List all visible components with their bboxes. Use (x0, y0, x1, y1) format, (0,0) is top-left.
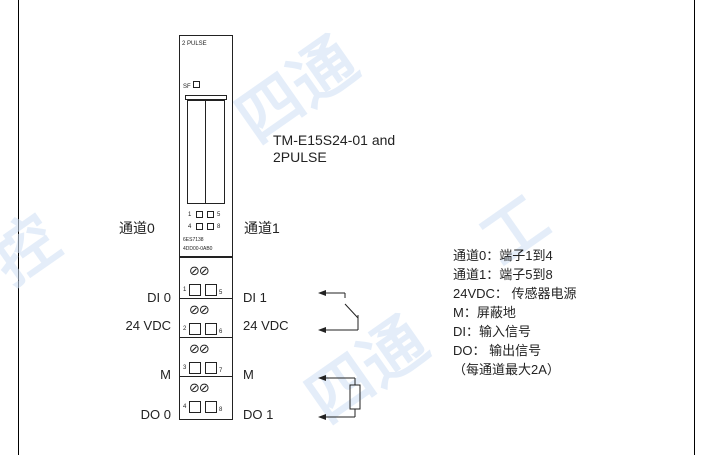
module-upper: 2 PULSE SF 1 5 4 8 6ES7138 4DD00-0AB0 (179, 35, 233, 257)
module-description-line2: 2PULSE (273, 149, 327, 165)
channel-0-label: 通道0 (119, 220, 155, 236)
status-led (207, 223, 214, 230)
pin-number: 5 (219, 290, 223, 296)
order-number-2: 4DD00-0AB0 (183, 246, 213, 252)
pin-number: 3 (183, 365, 187, 371)
terminal-slot (189, 323, 201, 335)
legend-line: M：屏蔽地 (453, 305, 516, 320)
legend-line: DO： 输出信号 (453, 343, 542, 358)
label-slot-bar (185, 95, 227, 100)
legend-line: DI：输入信号 (453, 324, 532, 339)
switch-symbol (321, 292, 359, 331)
diagram-frame (18, 0, 695, 455)
pin-number: 1 (183, 287, 187, 293)
arrow-markers (318, 290, 326, 420)
load-resistor-symbol (321, 377, 361, 418)
terminal-block: ⊘⊘ 1 5 ⊘⊘ 2 6 ⊘⊘ 3 7 ⊘⊘ 4 8 (179, 257, 233, 420)
terminal-slot (189, 362, 201, 374)
screw-icon: ⊘⊘ (189, 341, 210, 356)
status-led (207, 211, 214, 218)
row-label: 8 (217, 224, 221, 230)
legend-line: 通道1：端子5到8 (453, 267, 553, 282)
row-label: 5 (217, 212, 221, 218)
terminal-slot (205, 362, 217, 374)
pin-number: 7 (219, 368, 223, 374)
channel-1-label: 通道1 (244, 220, 280, 236)
status-led (196, 223, 203, 230)
terminal-label-left: 24 VDC (125, 318, 171, 333)
pin-number: 8 (219, 407, 223, 413)
pin-number: 6 (219, 329, 223, 335)
row-label: 1 (188, 212, 192, 218)
screw-icon: ⊘⊘ (189, 380, 210, 395)
pin-number: 4 (183, 404, 187, 410)
terminal-slot (205, 401, 217, 413)
legend-line: 通道0：端子1到4 (453, 248, 553, 263)
pin-number: 2 (183, 326, 187, 332)
terminal-slot (189, 284, 201, 296)
terminal-slot (205, 323, 217, 335)
terminal-label-right: DI 1 (243, 290, 267, 305)
status-led (196, 211, 203, 218)
sf-label: SF (183, 84, 191, 90)
legend: 通道0：端子1到4 通道1：端子5到8 24VDC： 传感器电源 M：屏蔽地 D… (453, 246, 577, 379)
terminal-slot (205, 284, 217, 296)
module-header-label: 2 PULSE (182, 41, 207, 47)
screw-icon: ⊘⊘ (189, 302, 210, 317)
legend-line: （每通道最大2A） (453, 362, 560, 377)
label-slot (187, 100, 225, 204)
terminal-label-left: M (160, 367, 171, 382)
terminal-label-right: M (243, 367, 254, 382)
module-description-line1: TM-E15S24-01 and (273, 132, 396, 148)
row-label: 4 (188, 224, 192, 230)
terminal-label-right: DO 1 (243, 407, 274, 422)
terminal-label-left: DO 0 (140, 407, 171, 422)
terminal-label-left: DI 0 (147, 290, 171, 305)
screw-icon: ⊘⊘ (189, 263, 210, 278)
terminal-label-right: 24 VDC (243, 318, 289, 333)
legend-line: 24VDC： 传感器电源 (453, 286, 577, 301)
sf-led (193, 81, 200, 88)
terminal-slot (189, 401, 201, 413)
order-number-1: 6ES7138 (183, 237, 204, 243)
